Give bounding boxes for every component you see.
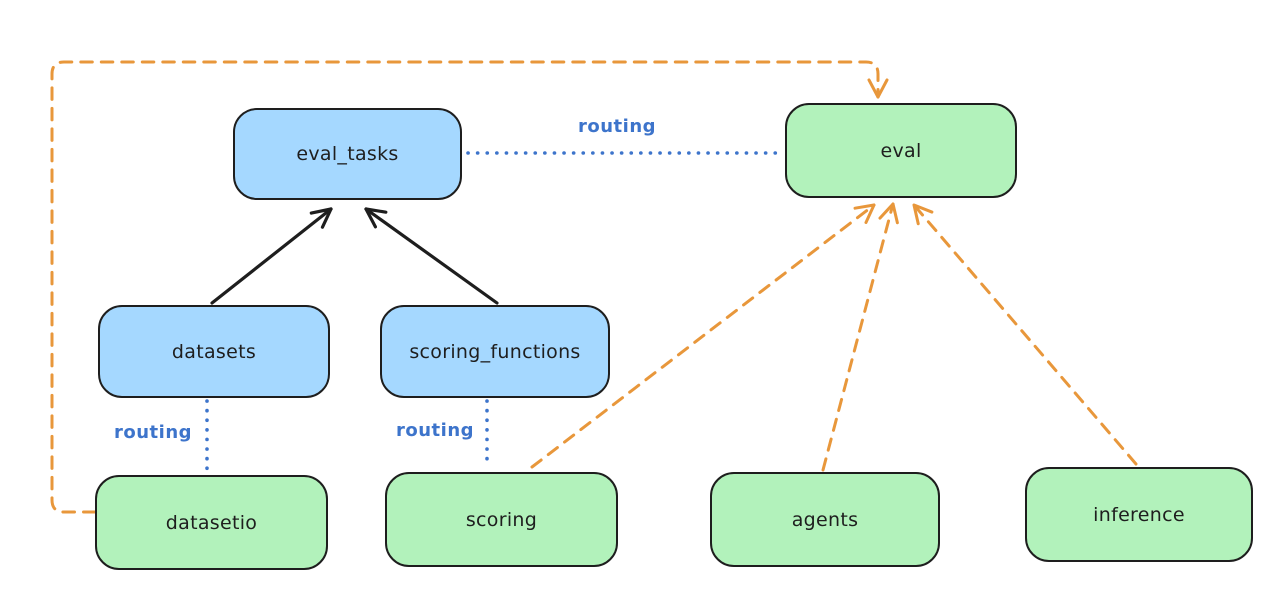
node-datasetio: datasetio [95,475,328,570]
edge-inference-to-eval [912,203,1138,466]
node-inference-label: inference [1093,503,1185,526]
node-inference: inference [1025,467,1253,562]
node-datasets-label: datasets [171,340,257,363]
node-scoring-functions: scoring_functions [380,305,610,398]
edge-scoring-functions-to-eval-tasks [364,207,499,305]
edge-agents-to-eval [821,202,899,472]
edge-scoring-to-eval [530,203,876,469]
routing-label-scoring-functions-scoring: routing [395,420,475,441]
node-scoring-functions-label: scoring_functions [409,340,581,363]
node-eval-tasks-label: eval_tasks [296,143,399,165]
node-datasets: datasets [98,305,330,398]
node-eval-tasks: eval_tasks [233,108,462,200]
routing-label-datasets-datasetio: routing [113,422,193,443]
node-eval: eval [785,103,1017,198]
node-agents-label: agents [791,508,859,531]
routing-label-eval-tasks-eval: routing [577,116,657,137]
node-scoring: scoring [385,472,618,567]
node-datasetio-label: datasetio [165,511,258,534]
node-eval-label: eval [880,139,922,162]
edge-datasets-to-eval-tasks [210,207,333,305]
node-scoring-label: scoring [465,508,538,531]
edge-datasetio-to-eval [50,60,889,514]
node-agents: agents [710,472,940,567]
